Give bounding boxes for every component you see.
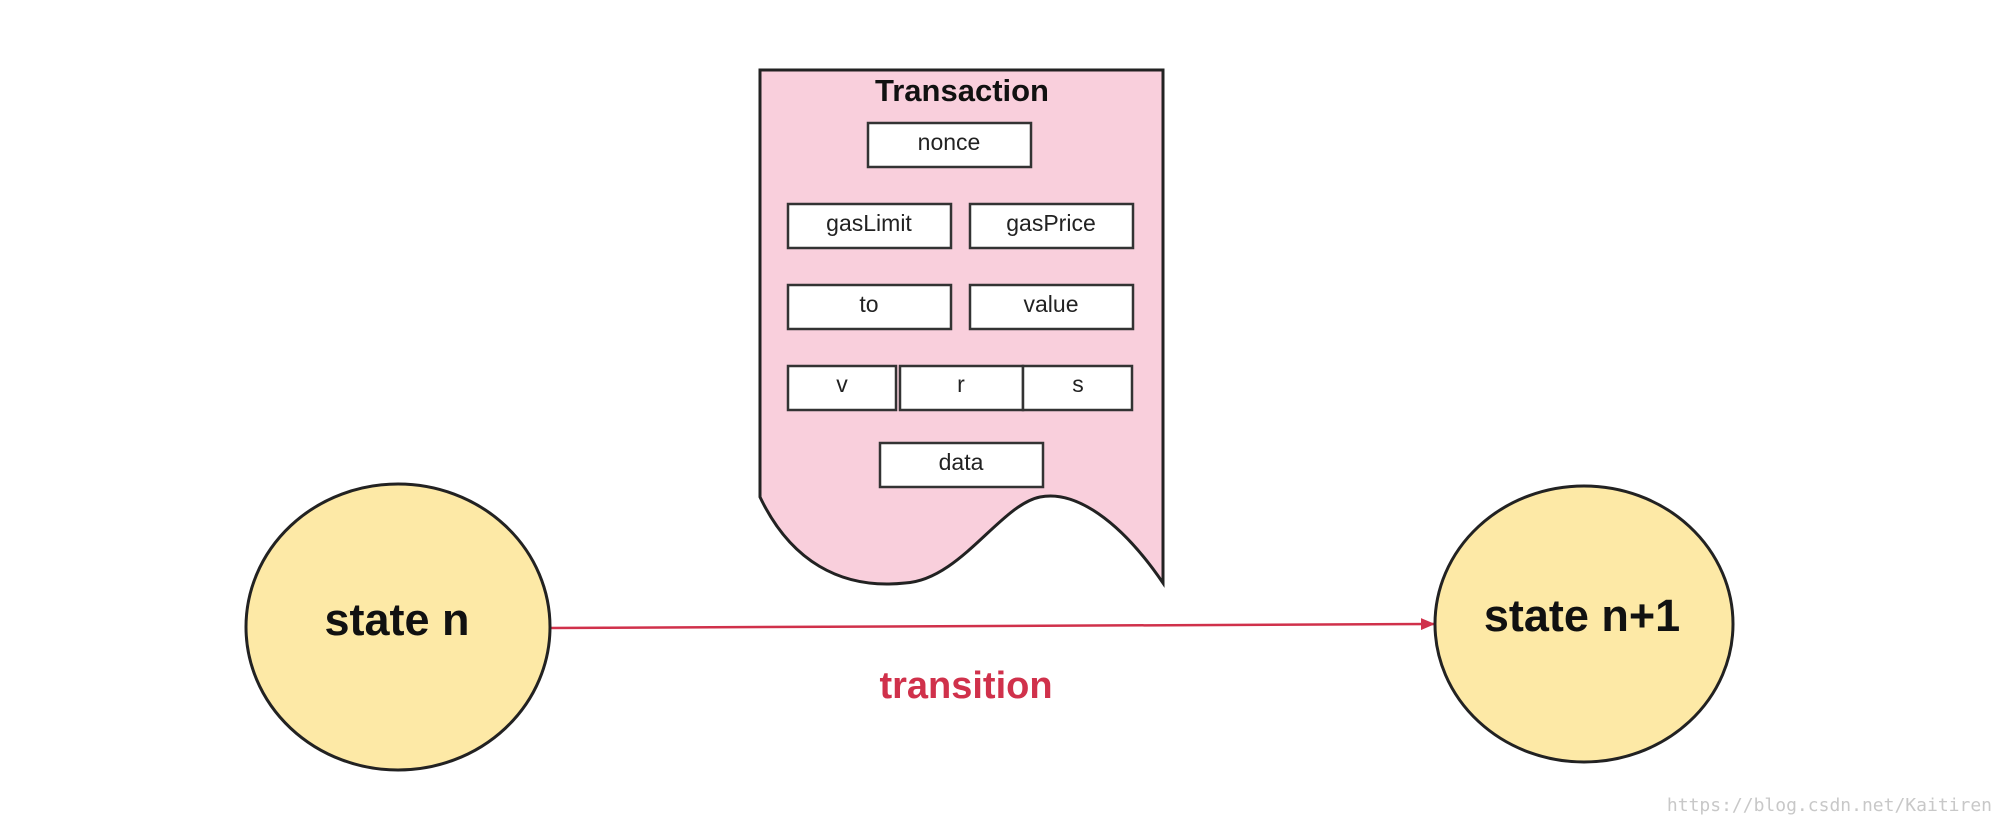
field-to-label: to: [859, 291, 878, 317]
field-s-box: [1021, 364, 1134, 412]
field-gasprice-box: [968, 202, 1135, 250]
transaction-title: Transaction: [875, 73, 1049, 108]
field-data-label: data: [939, 449, 984, 475]
field-s-label: s: [1072, 371, 1084, 397]
field-nonce-label: nonce: [918, 129, 981, 155]
field-data-box: [878, 441, 1045, 489]
transition-arrow: [547, 618, 1435, 631]
transition-label: transition: [879, 665, 1052, 707]
state-n-plus-1-label: state n+1: [1484, 590, 1680, 641]
field-r-box: [898, 364, 1025, 412]
field-value-box: [968, 283, 1135, 331]
field-to-box: [786, 283, 953, 331]
field-v-label: v: [836, 371, 848, 397]
field-v-box: [786, 364, 898, 412]
state-n-label: state n: [324, 594, 469, 645]
watermark-url: https://blog.csdn.net/Kaitiren: [1667, 795, 1992, 816]
transaction-document: [758, 68, 1165, 588]
field-nonce-box: [866, 121, 1033, 169]
state-n-plus-1-node: [1433, 484, 1735, 764]
field-gasprice-label: gasPrice: [1006, 210, 1095, 236]
state-n-node: [244, 482, 552, 772]
field-value-label: value: [1024, 291, 1079, 317]
field-gaslimit-box: [786, 202, 953, 250]
field-gaslimit-label: gasLimit: [826, 210, 912, 236]
field-r-label: r: [957, 371, 965, 397]
